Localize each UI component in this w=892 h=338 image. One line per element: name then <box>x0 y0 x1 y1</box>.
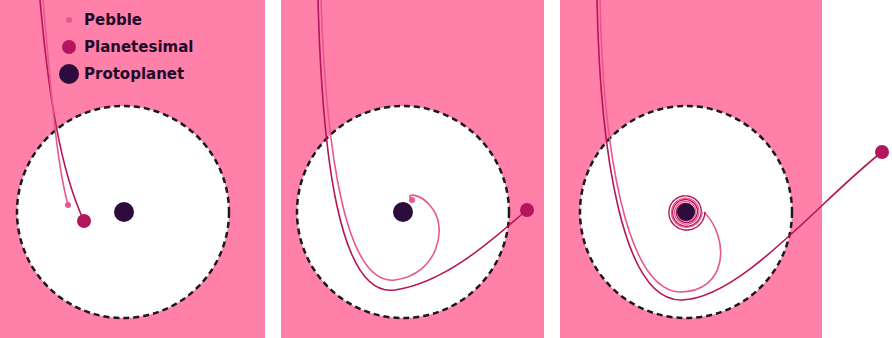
protoplanet <box>393 202 413 222</box>
planetesimal-path <box>597 0 882 300</box>
hill-sphere <box>297 106 509 318</box>
legend-dot <box>62 40 76 54</box>
planetesimal <box>520 203 534 217</box>
hill-sphere <box>580 106 792 318</box>
legend-entry: Protoplanet <box>58 60 193 87</box>
pebble-spiral <box>671 198 702 227</box>
legend-entry: Pebble <box>58 6 193 33</box>
pebble <box>409 197 415 203</box>
legend-swatch-holder <box>58 64 80 84</box>
legend-label: Pebble <box>84 11 142 29</box>
legend-dot <box>59 64 79 84</box>
legend-swatch-holder <box>58 17 80 23</box>
legend-label: Protoplanet <box>84 65 184 83</box>
gas-panel <box>0 0 265 338</box>
pebble-path <box>43 0 68 205</box>
legend-label: Planetesimal <box>84 38 193 56</box>
pebble-path <box>321 0 439 280</box>
protoplanet <box>114 202 134 222</box>
pebble <box>65 202 71 208</box>
legend: PebblePlanetesimalProtoplanet <box>58 6 193 87</box>
protoplanet <box>677 203 695 221</box>
planetesimal-path <box>40 0 84 221</box>
legend-swatch-holder <box>58 40 80 54</box>
planetesimal-path <box>318 0 527 290</box>
gas-panel <box>281 0 544 338</box>
pebble-spiral <box>669 196 705 230</box>
planetesimal <box>77 214 91 228</box>
planetesimal <box>875 145 889 159</box>
legend-entry: Planetesimal <box>58 33 193 60</box>
pebble-path <box>600 0 721 292</box>
hill-sphere <box>17 106 229 318</box>
legend-dot <box>66 17 72 23</box>
